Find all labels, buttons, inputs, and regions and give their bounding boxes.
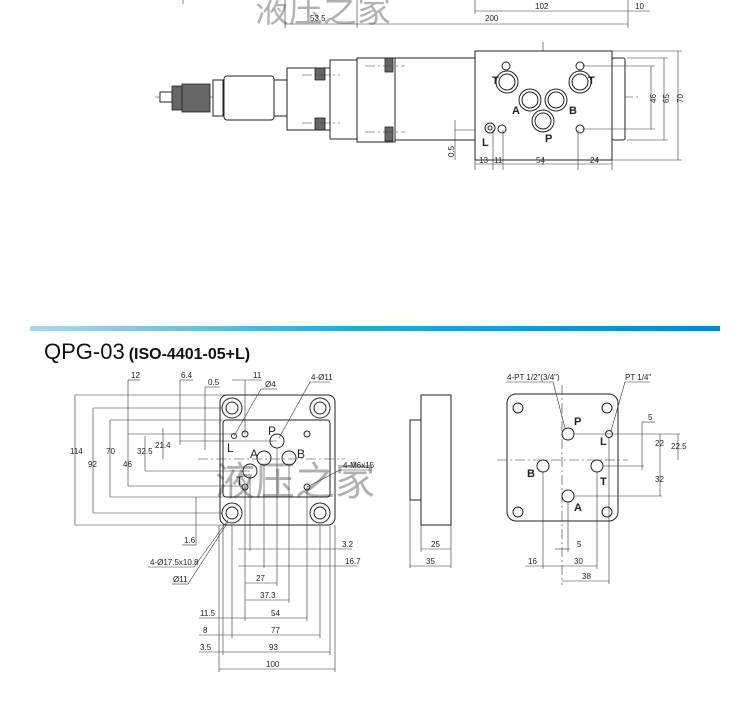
- svg-text:T: T: [236, 474, 244, 488]
- svg-text:114: 114: [70, 447, 83, 456]
- svg-text:B: B: [297, 447, 305, 461]
- svg-text:A: A: [250, 447, 258, 461]
- svg-text:16.7: 16.7: [345, 557, 361, 566]
- svg-text:77: 77: [271, 626, 280, 635]
- dim-70: 70: [676, 94, 685, 103]
- svg-text:P: P: [545, 133, 552, 145]
- svg-text:0.5: 0.5: [208, 378, 220, 387]
- svg-text:32: 32: [655, 475, 664, 484]
- svg-text:A: A: [512, 105, 520, 117]
- svg-text:11: 11: [494, 156, 503, 165]
- svg-text:4-Ø11: 4-Ø11: [311, 373, 333, 382]
- side-view: 25 35: [409, 394, 452, 568]
- dim-10: 10: [635, 2, 644, 11]
- dim-102: 102: [535, 2, 549, 11]
- svg-text:L: L: [227, 441, 234, 455]
- svg-text:T: T: [588, 75, 595, 87]
- svg-text:37.3: 37.3: [260, 591, 276, 600]
- svg-text:P: P: [268, 424, 276, 438]
- dim-53.5: 53.5: [310, 14, 326, 23]
- svg-text:4-M6x15: 4-M6x15: [343, 461, 375, 470]
- svg-text:B: B: [569, 105, 577, 117]
- svg-text:93: 93: [269, 643, 278, 652]
- svg-text:11: 11: [253, 371, 262, 380]
- svg-text:4-Ø17.5x10.8: 4-Ø17.5x10.8: [150, 558, 199, 567]
- svg-text:液压之家: 液压之家: [255, 0, 391, 30]
- section-title: QPG-03(ISO-4401-05+L): [44, 339, 250, 365]
- dim-65: 65: [662, 94, 671, 103]
- svg-text:24: 24: [590, 156, 599, 165]
- svg-text:54: 54: [271, 609, 280, 618]
- model-standard: (ISO-4401-05+L): [128, 346, 251, 363]
- svg-text:A: A: [574, 502, 582, 514]
- svg-text:3.2: 3.2: [342, 540, 354, 549]
- svg-text:25: 25: [431, 540, 440, 549]
- svg-text:16: 16: [528, 557, 537, 566]
- mounting-face-view: P L A B T 12 6.4 0.5 11 Ø4 4-Ø11 114 92 …: [70, 371, 375, 672]
- svg-text:8: 8: [203, 626, 208, 635]
- svg-text:35: 35: [426, 557, 435, 566]
- svg-text:T: T: [492, 75, 499, 87]
- svg-text:12: 12: [131, 371, 140, 380]
- svg-text:32.5: 32.5: [137, 447, 153, 456]
- svg-text:46: 46: [123, 460, 132, 469]
- svg-text:1.6: 1.6: [184, 536, 196, 545]
- svg-text:92: 92: [88, 460, 97, 469]
- valve-top-view: 53.5 200 102 10: [155, 0, 685, 170]
- svg-text:5: 5: [648, 413, 653, 422]
- svg-text:T: T: [600, 476, 607, 488]
- svg-text:54: 54: [536, 156, 545, 165]
- svg-text:L: L: [600, 436, 607, 448]
- svg-text:13: 13: [479, 156, 488, 165]
- dim-0.5: 0.5: [447, 145, 456, 157]
- svg-text:L: L: [482, 137, 489, 149]
- svg-text:P: P: [574, 416, 581, 428]
- dim-200: 200: [485, 14, 499, 23]
- svg-text:3.5: 3.5: [200, 643, 212, 652]
- svg-text:Ø4: Ø4: [265, 380, 276, 389]
- svg-text:PT 1/4": PT 1/4": [625, 373, 651, 382]
- svg-text:5: 5: [577, 540, 582, 549]
- svg-text:11.5: 11.5: [200, 609, 216, 618]
- svg-text:B: B: [527, 468, 535, 480]
- svg-text:Ø11: Ø11: [173, 575, 188, 584]
- svg-text:4-PT 1/2"(3/4"): 4-PT 1/2"(3/4"): [507, 373, 560, 382]
- svg-text:22.5: 22.5: [671, 442, 687, 451]
- svg-text:21.4: 21.4: [155, 441, 171, 450]
- section-divider-bar: [30, 326, 720, 331]
- model-name: QPG-03: [44, 339, 125, 364]
- svg-text:27: 27: [256, 574, 265, 583]
- svg-text:70: 70: [106, 447, 115, 456]
- svg-text:30: 30: [574, 557, 583, 566]
- dim-46: 46: [649, 94, 658, 103]
- svg-text:100: 100: [266, 660, 280, 669]
- svg-text:22: 22: [655, 439, 664, 448]
- subplate-view: P L B T A 4-PT 1/2"(3/4") PT 1/4" 5 22 2…: [497, 373, 687, 585]
- svg-text:38: 38: [582, 572, 591, 581]
- svg-text:6.4: 6.4: [181, 371, 193, 380]
